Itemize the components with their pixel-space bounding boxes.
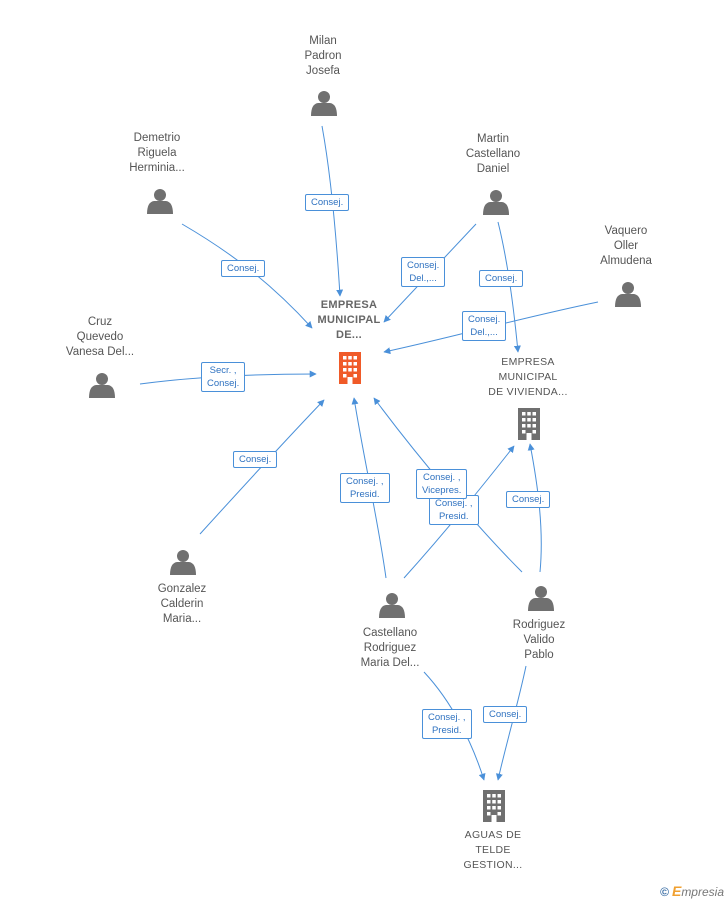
edge-label-gonzalez-main[interactable]: Consej. [233,451,278,468]
edge-label-castellano-main[interactable]: Consej. , Presid. [340,473,390,503]
building-icon[interactable] [518,408,540,440]
person-label-martin[interactable]: Martin Castellano Daniel [465,133,521,175]
person-icon[interactable] [147,189,173,214]
edge-label-demetrio-main[interactable]: Consej. [221,260,266,277]
person-icon[interactable] [170,550,196,575]
person-label-demetrio[interactable]: Demetrio Riguela Herminia... [129,132,185,174]
person-icon[interactable] [379,593,405,618]
person-icon[interactable] [615,282,641,307]
company-label-main[interactable]: EMPRESA MUNICIPAL DE... [317,299,381,341]
person-icon[interactable] [483,190,509,215]
brand-initial: E [671,883,682,899]
person-label-milan[interactable]: Milan Padron Josefa [304,35,342,77]
edge-milan-main [321,125,344,297]
edge-label-rodriguez-vivienda[interactable]: Consej. [506,491,551,508]
brand-name: mpresia [681,885,724,899]
edge-label-rodriguez-aguas[interactable]: Consej. [483,706,528,723]
edge-label-martin-main[interactable]: Consej. Del.,... [401,257,446,287]
person-icon[interactable] [89,373,115,398]
person-label-rodriguez[interactable]: Rodriguez Valido Pablo [512,619,566,661]
company-label-aguas[interactable]: AGUAS DE TELDE GESTION... [463,829,523,871]
edge-label-castellano-vivienda[interactable]: Consej. , Presid. [429,495,479,525]
empresia-watermark: ©Empresia [660,883,724,899]
edge-label-cruz-main[interactable]: Secr. , Consej. [201,362,246,392]
building-icon[interactable] [483,790,505,822]
person-icon[interactable] [528,586,554,611]
edge-rodriguez-aguas [495,665,527,781]
person-label-vaquero[interactable]: Vaquero Oller Almudena [600,225,652,267]
company-label-vivienda[interactable]: EMPRESA MUNICIPAL DE VIVIENDA... [488,356,568,398]
person-label-cruz[interactable]: Cruz Quevedo Vanesa Del... [65,316,135,358]
building-icon[interactable] [339,352,361,384]
person-label-castellano[interactable]: Castellano Rodriguez Maria Del... [360,627,420,669]
edge-label-castellano-aguas[interactable]: Consej. , Presid. [422,709,472,739]
edge-rodriguez-vivienda [527,443,542,573]
edge-label-milan-main[interactable]: Consej. [305,194,350,211]
edge-label-rodriguez-main[interactable]: Consej. , Vicepres. [416,469,468,499]
person-label-gonzalez[interactable]: Gonzalez Calderin Maria... [157,583,207,625]
edge-label-martin-vivienda[interactable]: Consej. [479,270,524,287]
edge-label-vaquero-main[interactable]: Consej. Del.,... [462,311,507,341]
person-icon[interactable] [311,91,337,116]
copyright-icon: © [660,885,669,899]
